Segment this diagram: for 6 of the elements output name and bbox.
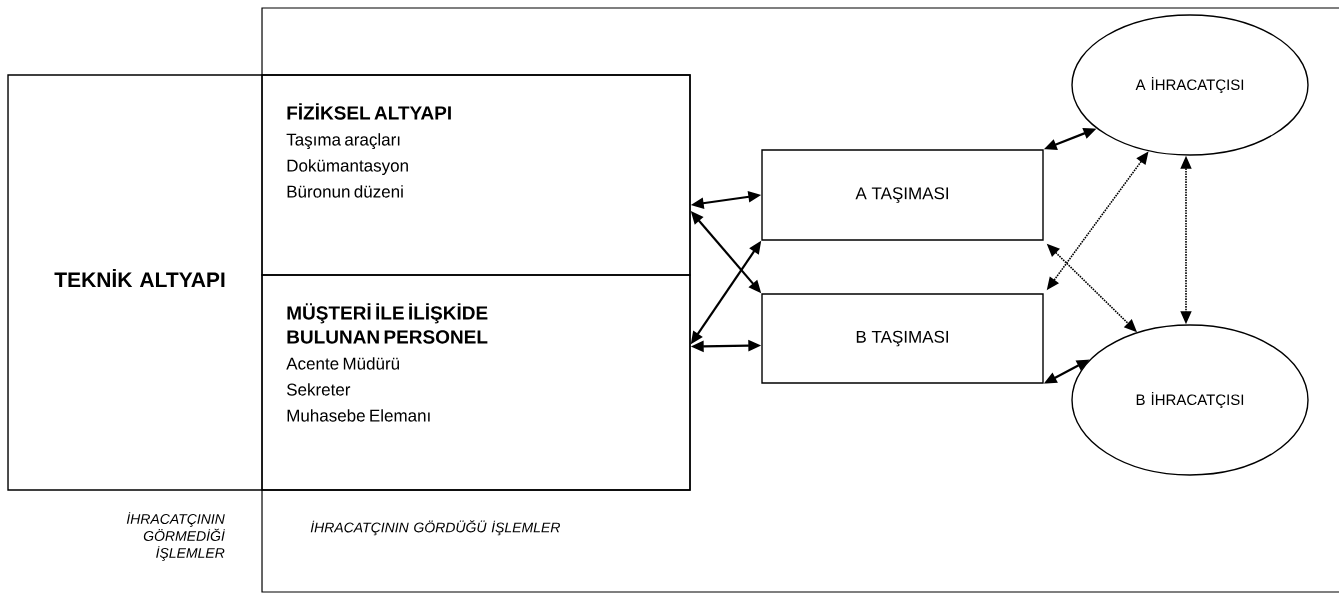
region-label: İHRACATÇININ GÖRDÜĞÜ İŞLEMLER bbox=[310, 520, 560, 536]
region-label: İHRACATÇININ GÖRMEDİĞİ İŞLEMLER bbox=[126, 512, 225, 561]
process-box: B TAŞIMASI bbox=[761, 293, 1044, 384]
process-box: A TAŞIMASI bbox=[761, 149, 1044, 241]
section-box: MÜŞTERİ İLE İLİŞKİDE BULUNAN PERSONEL Acente Müdürü Sekreter Muhasebe Elemanı bbox=[261, 274, 691, 491]
section-box: FİZİKSEL ALTYAPI Taşıma araçları Dokümantasyon Büronun düzeni bbox=[261, 74, 691, 276]
